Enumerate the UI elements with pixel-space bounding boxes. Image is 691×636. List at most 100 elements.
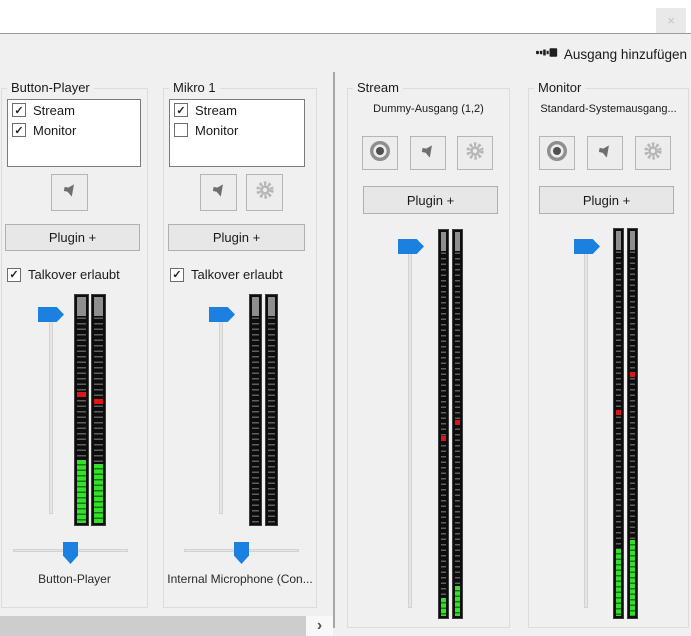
- scrollbar-thumb[interactable]: [0, 616, 306, 636]
- meter-red-segment: [94, 399, 103, 404]
- talkover-label: Talkover erlaubt: [28, 267, 120, 282]
- meter-top-cap: [94, 297, 103, 316]
- channel-group-button-player: Button-Player ✓ Stream ✓ Monitor Plugin …: [1, 80, 148, 608]
- meter-ticks: [441, 232, 446, 616]
- meter-green-fill: [616, 549, 621, 616]
- meter-red-segment: [455, 420, 460, 425]
- mute-button[interactable]: [587, 136, 623, 170]
- device-label: Dummy-Ausgang (1,2): [373, 103, 484, 115]
- close-button[interactable]: ×: [656, 8, 686, 33]
- volume-slider-handle[interactable]: [38, 307, 64, 322]
- channel-group-stream: Stream Dummy-Ausgang (1,2): [347, 80, 510, 628]
- meter-green-fill: [630, 540, 635, 616]
- routing-row-stream[interactable]: ✓ Stream: [8, 100, 140, 120]
- volume-slider-handle[interactable]: [398, 239, 424, 254]
- vu-meter-right: [91, 294, 106, 526]
- volume-slider-track[interactable]: [219, 316, 223, 514]
- settings-button[interactable]: [457, 136, 493, 170]
- settings-button[interactable]: [635, 136, 671, 170]
- volume-slider-track[interactable]: [584, 246, 588, 608]
- meter-ticks: [268, 297, 275, 523]
- meter-top-cap: [455, 232, 460, 251]
- record-toggle-button[interactable]: [362, 136, 398, 170]
- close-icon: ×: [667, 13, 675, 28]
- vu-meter-right: [627, 228, 638, 619]
- meter-top-cap: [268, 297, 275, 316]
- monitor-checkbox[interactable]: ✓: [12, 123, 26, 137]
- device-label: Button-Player: [38, 572, 111, 586]
- volume-slider-handle[interactable]: [209, 307, 235, 322]
- meter-top-cap: [630, 231, 635, 250]
- plugin-add-button[interactable]: Plugin +: [539, 186, 674, 214]
- plugin-add-button[interactable]: Plugin +: [5, 224, 140, 251]
- meter-top-cap: [252, 297, 259, 316]
- speaker-muted-icon: [595, 141, 615, 166]
- device-label: Internal Microphone (Con...: [167, 572, 313, 586]
- routing-row-stream[interactable]: ✓ Stream: [170, 100, 304, 120]
- pane-divider: [333, 72, 335, 628]
- volume-slider-track[interactable]: [408, 246, 412, 608]
- record-icon: [368, 139, 392, 168]
- plugin-button-label: Plugin +: [212, 230, 261, 245]
- meter-ticks: [616, 231, 621, 616]
- routing-label: Stream: [33, 102, 75, 118]
- routing-label: Monitor: [195, 122, 239, 138]
- talkover-checkbox[interactable]: ✓: [170, 267, 184, 282]
- routing-listbox[interactable]: ✓ Stream ✓ Monitor: [7, 99, 141, 167]
- settings-button[interactable]: [246, 174, 283, 211]
- vu-meter-left: [74, 294, 89, 526]
- meter-green-fill: [94, 464, 103, 523]
- meter-green-fill: [77, 460, 86, 523]
- channel-title: Button-Player: [7, 80, 94, 95]
- routing-row-monitor[interactable]: ✓ Monitor: [8, 120, 140, 140]
- mute-button[interactable]: [200, 174, 237, 211]
- chevron-right-icon: ›: [316, 617, 323, 634]
- talkover-checkbox-row[interactable]: ✓ Talkover erlaubt: [170, 267, 283, 282]
- vu-meter-right: [452, 229, 463, 619]
- meter-top-cap: [441, 232, 446, 251]
- volume-slider-track[interactable]: [49, 316, 53, 514]
- vu-meter-left: [438, 229, 449, 619]
- meter-red-segment: [441, 436, 446, 441]
- balance-slider-handle[interactable]: [63, 542, 78, 564]
- mute-button[interactable]: [410, 136, 446, 170]
- meter-ticks: [252, 297, 259, 523]
- stream-checkbox[interactable]: ✓: [12, 103, 26, 117]
- record-icon: [545, 139, 569, 168]
- routing-label: Monitor: [33, 122, 77, 138]
- routing-listbox[interactable]: ✓ Stream Monitor: [169, 99, 305, 167]
- channel-title: Monitor: [534, 80, 586, 95]
- vu-meter-left: [613, 228, 624, 619]
- monitor-checkbox[interactable]: [174, 123, 188, 137]
- meter-ticks: [630, 231, 635, 616]
- add-output-button[interactable]: Ausgang hinzufügen: [535, 44, 687, 64]
- speaker-muted-icon: [60, 180, 80, 205]
- talkover-label: Talkover erlaubt: [191, 267, 283, 282]
- routing-row-monitor[interactable]: Monitor: [170, 120, 304, 140]
- channel-group-monitor: Monitor Standard-Systemausgang...: [528, 80, 689, 628]
- plugin-add-button[interactable]: Plugin +: [363, 186, 498, 214]
- meter-ticks: [77, 297, 86, 523]
- meter-top-cap: [616, 231, 621, 250]
- add-output-label: Ausgang hinzufügen: [563, 46, 687, 62]
- stream-checkbox[interactable]: ✓: [174, 103, 188, 117]
- jack-plug-icon: [535, 46, 558, 62]
- volume-slider-handle[interactable]: [574, 239, 600, 254]
- speaker-muted-icon: [418, 141, 438, 166]
- plugin-add-button[interactable]: Plugin +: [168, 224, 305, 251]
- gear-icon: [254, 179, 276, 206]
- record-toggle-button[interactable]: [539, 136, 575, 170]
- device-label: Standard-Systemausgang...: [540, 103, 677, 115]
- mute-button[interactable]: [51, 174, 88, 211]
- titlebar: ×: [0, 0, 691, 33]
- talkover-checkbox-row[interactable]: ✓ Talkover erlaubt: [7, 267, 120, 282]
- talkover-checkbox[interactable]: ✓: [7, 267, 21, 282]
- routing-label: Stream: [195, 102, 237, 118]
- gear-icon: [464, 140, 486, 167]
- plugin-button-label: Plugin +: [406, 192, 455, 208]
- balance-slider-handle[interactable]: [234, 542, 249, 564]
- scroll-right-button[interactable]: ›: [306, 616, 333, 636]
- horizontal-scrollbar[interactable]: ›: [0, 616, 333, 636]
- gear-icon: [642, 140, 664, 167]
